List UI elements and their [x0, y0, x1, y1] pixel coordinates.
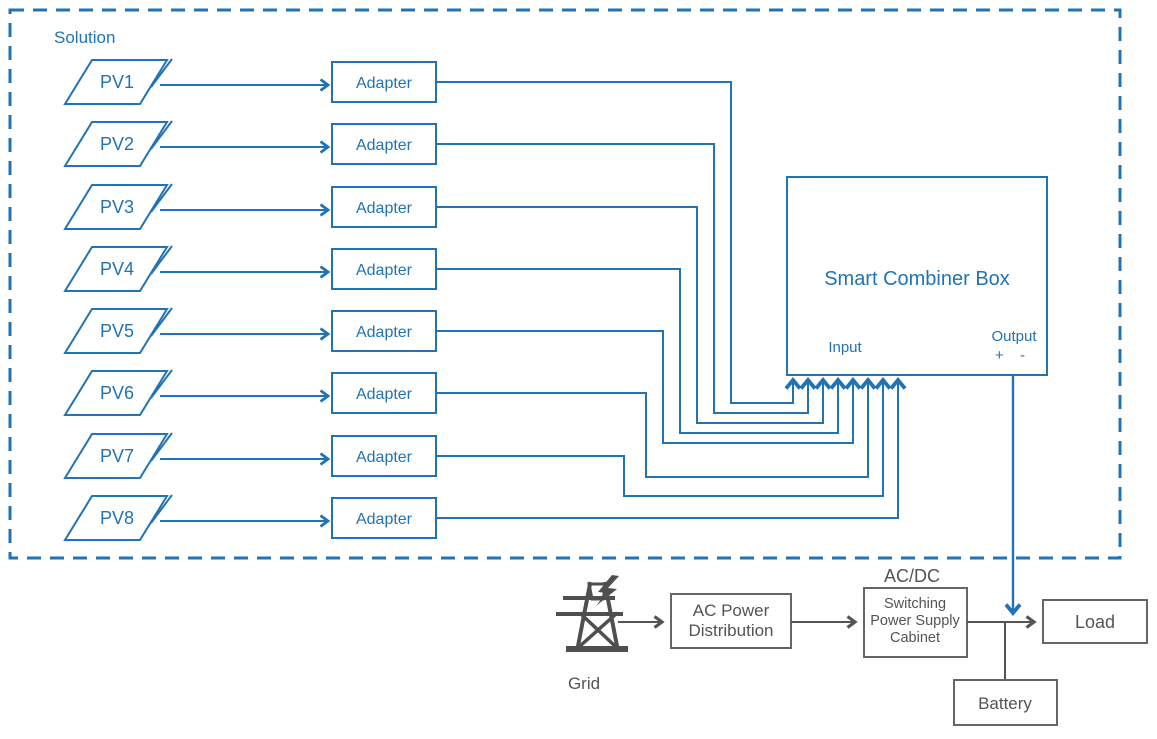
- pv7-label: PV7: [100, 446, 134, 466]
- connector-adapter4-combiner: [436, 268, 847, 434]
- connector-adapter3-combiner: [436, 206, 832, 424]
- pv-row-1: PV1 Adapter: [63, 58, 802, 404]
- combiner-polarity-label: + -: [995, 347, 1031, 364]
- pv6-shape: [63, 370, 169, 416]
- pv4-label: PV4: [100, 259, 134, 279]
- connector-adapter1-combiner: [436, 81, 802, 404]
- load-box: [1042, 599, 1148, 644]
- pv-row-4: PV4 Adapter: [63, 245, 847, 434]
- ac-power-distribution-box: [670, 593, 792, 649]
- pv2-label: PV2: [100, 134, 134, 154]
- adapter4-box: [331, 248, 437, 290]
- adapter5-label: Adapter: [356, 324, 413, 341]
- pv1-shape: [63, 59, 169, 105]
- pv7-shape-slash: [150, 432, 173, 462]
- adapter1-label: Adapter: [356, 75, 413, 92]
- pv3-shape: [63, 184, 169, 230]
- adapter8-label: Adapter: [356, 511, 413, 528]
- pv-row-6: PV6 Adapter: [63, 369, 877, 478]
- pv6-shape-slash: [150, 369, 173, 399]
- smart-combiner-box: Smart Combiner Box Input Output + -: [786, 176, 1048, 376]
- pv4-shape: [63, 246, 169, 292]
- pv-row-3: PV3 Adapter: [63, 183, 832, 424]
- pv8-shape-slash: [150, 494, 173, 524]
- connector-adapter5-combiner: [436, 330, 862, 444]
- pv-row-8: PV8 Adapter: [63, 377, 907, 541]
- combiner-input-label: Input: [828, 339, 862, 356]
- pv2-shape: [63, 121, 169, 167]
- ac-power-distribution-line1: AC Power: [693, 601, 770, 620]
- cabinet-line2: Power Supply: [870, 613, 960, 629]
- pv1-shape-slash: [150, 58, 173, 88]
- adapter4-label: Adapter: [356, 262, 413, 279]
- solution-label: Solution: [54, 28, 115, 47]
- pv5-label: PV5: [100, 321, 134, 341]
- battery-node: Battery: [953, 679, 1058, 726]
- pv-row-7: PV7 Adapter: [63, 377, 892, 497]
- pv-row-5: PV5 Adapter: [63, 307, 862, 444]
- combiner-title: Smart Combiner Box: [824, 268, 1010, 290]
- acdc-cabinet-node: AC/DC Switching Power Supply Cabinet: [863, 566, 968, 658]
- pv1-label: PV1: [100, 72, 134, 92]
- transmission-tower-icon: [556, 581, 628, 652]
- cabinet-line3: Cabinet: [890, 630, 940, 646]
- pv6-label: PV6: [100, 383, 134, 403]
- load-node: Load: [1042, 599, 1148, 644]
- adapter2-label: Adapter: [356, 137, 413, 154]
- ac-power-distribution-line2: Distribution: [688, 621, 773, 640]
- pv4-shape-slash: [150, 245, 173, 275]
- grid-label: Grid: [568, 674, 600, 693]
- cabinet-line1: Switching: [884, 596, 946, 612]
- switching-cabinet-box: [863, 587, 968, 658]
- adapter6-label: Adapter: [356, 386, 413, 403]
- adapter6-box: [331, 372, 437, 414]
- pv3-label: PV3: [100, 197, 134, 217]
- connector-adapter2-combiner: [436, 143, 817, 414]
- load-label: Load: [1075, 612, 1115, 632]
- battery-box: [953, 679, 1058, 726]
- battery-label: Battery: [978, 694, 1032, 713]
- grid-node: Grid: [556, 575, 628, 693]
- connector-adapter7-combiner: [436, 377, 892, 497]
- pv5-shape-slash: [150, 307, 173, 337]
- adapter8-box: [331, 497, 437, 539]
- solution-dashed-border: [8, 8, 1122, 560]
- combiner-output-label: Output: [991, 328, 1037, 345]
- combiner-box-shape: [786, 176, 1048, 376]
- connector-adapter8-combiner: [436, 377, 907, 519]
- ac-power-distribution-node: AC Power Distribution: [670, 593, 792, 649]
- adapter7-label: Adapter: [356, 449, 413, 466]
- pv2-shape-slash: [150, 120, 173, 150]
- acdc-title: AC/DC: [884, 566, 940, 586]
- pv8-shape: [63, 495, 169, 541]
- connector-adapter6-combiner: [436, 377, 877, 478]
- pv3-shape-slash: [150, 183, 173, 213]
- adapter3-label: Adapter: [356, 200, 413, 217]
- adapter7-box: [331, 435, 437, 477]
- pv5-shape: [63, 308, 169, 354]
- pv7-shape: [63, 433, 169, 479]
- pv8-label: PV8: [100, 508, 134, 528]
- adapter5-box: [331, 310, 437, 352]
- adapter3-box: [331, 186, 437, 228]
- lightning-bolt-icon: [596, 575, 619, 606]
- pv-row-2: PV2 Adapter: [63, 120, 817, 414]
